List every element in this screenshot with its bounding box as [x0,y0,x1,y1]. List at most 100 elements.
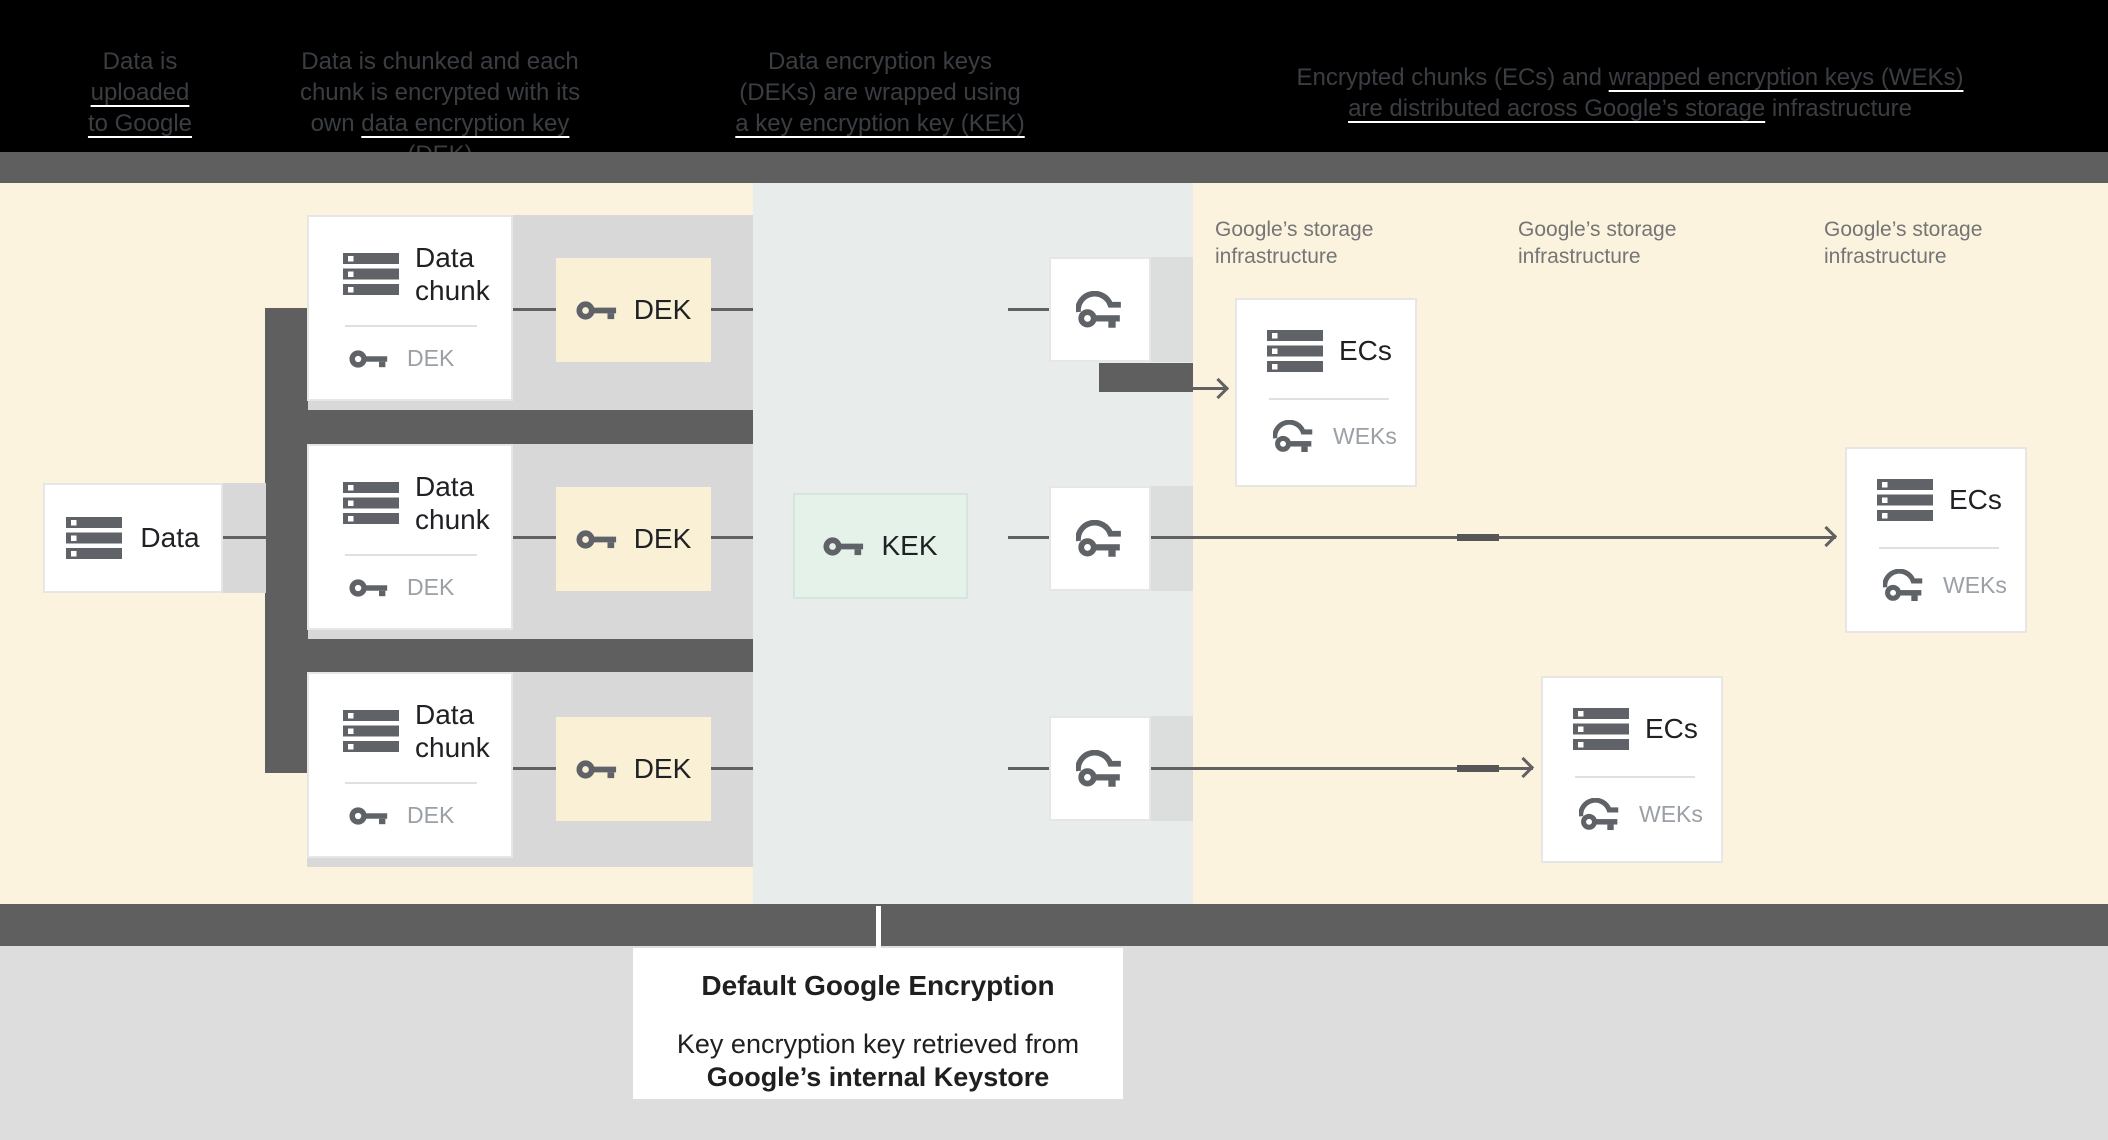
dek-box: DEK [556,487,711,591]
chunk-to-dek-line [513,536,556,539]
chunk-card-label: Data chunk [415,699,490,763]
key-icon [349,348,389,370]
header-step-line: a key encryption key (KEK) [720,108,1040,139]
key-icon [349,577,389,599]
arrow-to-ec-top [1193,387,1226,390]
wrapped-key-icon [1076,749,1124,788]
header-link[interactable]: data encryption key [361,110,570,137]
header-step-line: Encrypted chunks (ECs) and wrapped encry… [1296,64,1964,91]
key-icon [576,758,618,781]
chunk-dek-label: DEK [407,574,455,600]
wrap-box-patch [1151,257,1193,362]
key-icon [349,805,389,827]
dek-to-section-line [711,536,753,539]
header-step-line: are distributed across Google’s storage … [1348,95,1912,122]
server-icon [1877,479,1933,521]
wrap-output-pipe [1099,363,1193,392]
chunk-to-dek-line [513,308,556,311]
dek-box: DEK [556,258,711,362]
wrap-key-box [1049,257,1151,362]
header-step-line: Data encryption keys [767,48,993,75]
wrap-key-box [1049,486,1151,591]
header-step-line: uploaded [60,77,220,108]
header-link[interactable]: to Google [87,110,193,137]
storage-infrastructure-label: Google’s storage infrastructure [1518,218,1677,268]
caption-line-1: Key encryption key retrieved from [676,1029,1080,1059]
row-separator-bar-2 [307,639,753,672]
data-box: Data [43,483,223,593]
header-step-line: to Google [60,108,220,139]
dek-box-label: DEK [633,523,692,554]
caption-box: Default Google Encryption Key encryption… [633,948,1123,1099]
server-icon [343,710,399,752]
row-separator-bar-1 [307,410,753,444]
card-divider [1269,398,1389,400]
dek-box: DEK [556,717,711,821]
dek-to-section-line [711,767,753,770]
chunk-card-label: Data chunk [415,242,490,306]
dek-box-label: DEK [633,294,692,325]
header-step-line: Data is [102,48,178,75]
wrapped-key-icon [1579,798,1621,831]
data-chunk-card: Data chunk DEK [307,672,513,858]
server-icon [343,482,399,524]
wrapped-key-icon [1883,569,1925,602]
header-step-1: Data is uploaded to Google [60,46,220,139]
dek-box-label: DEK [633,753,692,784]
chunk-to-dek-line [513,767,556,770]
data-split-trunk [265,308,308,773]
storage-infrastructure-label: Google’s storage infrastructure [1215,218,1374,268]
ec-card-bottom: ECs WEKs [1541,676,1723,863]
key-icon [576,299,618,322]
header-link[interactable]: are distributed across Google’s storage [1348,95,1766,122]
kek-box-label: KEK [881,530,938,561]
data-to-trunk-line [223,536,268,539]
header-step-line: chunk is encrypted with its [299,79,581,106]
chunk-dek-label: DEK [407,345,455,371]
card-divider [1879,547,1999,549]
ec-wek-label: WEKs [1943,572,2007,598]
wrapped-key-icon [1076,290,1124,329]
chunk-card-label: Data chunk [415,471,490,535]
server-icon [343,253,399,295]
wrap-key-box [1049,716,1151,821]
kek-to-wrap-line [1008,767,1049,770]
data-chunk-card: Data chunk DEK [307,215,513,401]
card-divider [1575,776,1695,778]
arrow-overlap-segment [1457,534,1499,541]
ec-card-right: ECs WEKs [1845,447,2027,633]
header-step-3: Data encryption keys (DEKs) are wrapped u… [720,46,1040,139]
ec-card-label: ECs [1339,335,1392,366]
data-chunk-card: Data chunk DEK [307,444,513,630]
header-step-line: Data is chunked and each [301,48,579,75]
arrow-overlap-segment [1457,765,1499,772]
server-icon [66,517,123,559]
ec-wek-label: WEKs [1639,801,1703,827]
kek-caption-connector [876,906,881,948]
key-icon [823,535,865,558]
caption-line-2: Google’s internal Keystore [706,1062,1050,1092]
header-band: Data is uploaded to Google Data is chunked… [0,0,2108,168]
server-icon [1267,330,1323,372]
top-divider-bar [0,152,2108,183]
card-divider [345,782,477,784]
server-icon [1573,708,1629,750]
kek-to-wrap-line [1008,308,1049,311]
header-step-4: Encrypted chunks (ECs) and wrapped encry… [1290,62,1970,124]
chunk-dek-label: DEK [407,802,455,828]
dek-to-section-line [711,308,753,311]
ec-card-label: ECs [1645,713,1698,744]
kek-to-wrap-line [1008,536,1049,539]
header-link[interactable]: a key encryption key (KEK) [735,110,1025,137]
card-divider [345,554,477,556]
ec-card-label: ECs [1949,484,2002,515]
data-box-label: Data [140,522,200,553]
header-link[interactable]: wrapped encryption keys (WEKs) [1608,64,1964,91]
kek-box: KEK [793,493,968,599]
wrapped-key-icon [1273,420,1315,453]
header-step-line: (DEKs) are wrapped using [739,79,1021,106]
ec-card-top: ECs WEKs [1235,298,1417,487]
header-link[interactable]: uploaded [90,79,190,106]
caption-title: Default Google Encryption [701,970,1055,1001]
